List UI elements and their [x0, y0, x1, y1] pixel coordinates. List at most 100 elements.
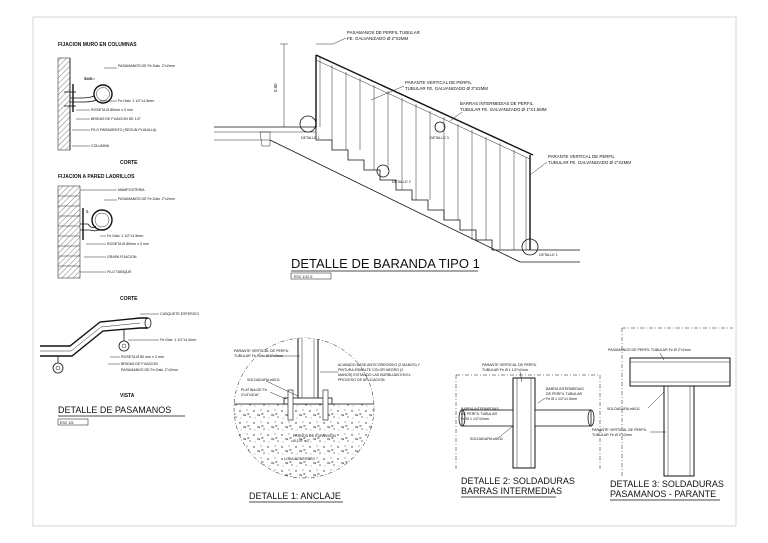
- elevation-label-4b: TUBULAR FE. GALVANIZADO Ø 2"X2MM: [548, 160, 631, 165]
- callout-label-4: DETALLE 1: [539, 253, 558, 257]
- sheet-border: [32, 16, 737, 527]
- detail2-title-line1: DETALLE 2: SOLDADURAS: [461, 476, 575, 486]
- callout-label-2: DETALLE 2: [392, 180, 411, 184]
- detail3-label-3a: PARANTE VERTICAL DE PERFIL: [592, 428, 647, 432]
- brick-label-2: PASAMANOS DE Fe.Galv. 2"x2mm: [118, 197, 175, 201]
- brick-label-1: MAMPOSTERIA: [118, 188, 145, 192]
- elevation-label-4a: PARANTE VERTICAL DE PERFIL: [548, 154, 615, 159]
- detail2-label-2c: Fe Ø 1 1/2"x2mm: [461, 417, 489, 421]
- detail1-anchor: PARANTE VERTICAL DE PERFIL TUBULAR Fe.Ga…: [233, 337, 421, 503]
- brick-label-4: ROSETA Ø 80mm x 3 mm: [107, 242, 149, 246]
- detail3-label-2: SOLDADURA e6011: [607, 407, 640, 411]
- elevation-label-2b: TUBULAR FE. GALVANIZADO Ø 2"X2MM: [405, 86, 488, 91]
- end-cap: [144, 317, 152, 329]
- column-section-heading: FIJACION MURO EN COLUMNAS: [58, 42, 137, 48]
- detail2-label-1b: TUBULAR Fe Ø 1 1/2"x2mm: [482, 368, 528, 372]
- handrail-label-1: CASQUETE ESFERICO: [160, 312, 199, 316]
- callout-label-1: DETALLE 1: [301, 136, 320, 140]
- brick-fixing-section: FIJACION A PARED LADRILLOS 5 MAMPOSTERIA…: [57, 174, 175, 302]
- detail2-bar-left: [461, 409, 514, 427]
- brick-label-6: FILO TABIQUE: [107, 270, 132, 274]
- column-label-5: FILO PARAMENTO (SEGUN PLANILLA): [91, 128, 156, 132]
- column-dimension: 5cm: [84, 76, 93, 81]
- detail3-label-1: PASAMANOS DE PERFIL TUBULAR Fe Ø 2"x2mm: [608, 348, 691, 352]
- intermediate-bars: [331, 65, 515, 250]
- column-wall: [57, 57, 71, 151]
- detail2-label-3a: BARRA INTERMEDIAS: [546, 387, 584, 391]
- callout-detail2: [376, 164, 390, 178]
- detail1-label-3b: 3"x3"x3/16": [241, 393, 260, 397]
- detail3-label-3b: TUBULAR Fe Ø 2"x2mm: [592, 433, 632, 437]
- callout-detail1-start: [299, 115, 317, 133]
- detail1-label-5b: Ø 1/4" x 2": [293, 439, 311, 443]
- detail2-welds-bars: PARANTE VERTICAL DE PERFIL TUBULAR Fe Ø …: [455, 363, 601, 498]
- rosette-left: [52, 362, 64, 374]
- rosette-right: [118, 340, 130, 352]
- detail1-label-4a: ACABADO BASE ANTICORROSIVO (2 MANOS) Y: [338, 363, 421, 367]
- detail3-handrail: [629, 357, 731, 387]
- base-plate: [283, 397, 333, 405]
- detail1-label-4c: MANOS) EVITANDO LAS BURBUJAS EN EL: [338, 373, 411, 377]
- elevation-label-1b: FE. GALVANIZADO Ø 2"X2MM: [347, 36, 409, 41]
- brick-section-heading: FIJACION A PARED LADRILLOS: [58, 174, 135, 180]
- handrail-detail-title: DETALLE DE PASAMANOS: [58, 405, 171, 415]
- detail2-label-3b: DE PERFIL TUBULAR: [546, 392, 583, 396]
- detail2-label-4: SOLDADURA e6011: [470, 437, 503, 441]
- stair-scale: ESC 1/12.5: [294, 275, 312, 279]
- brick-wall: [57, 185, 81, 279]
- column-label-3: ROSETA Ø 80mm x 3 mm: [91, 108, 133, 112]
- detail3-welds-handrail: PASAMANOS DE PERFIL TUBULAR Fe Ø 2"x2mm …: [592, 327, 733, 501]
- elevation-label-1a: PASAMANOS DE PERFIL TUBULAR: [347, 30, 420, 35]
- detail3-post: [663, 385, 695, 477]
- detail1-label-4d: PROCESO DE APLICACION.: [338, 378, 386, 382]
- stair-elevation: 0.90 PASAMANOS DE PERFIL TUBULAR FE. GAL…: [214, 30, 631, 280]
- detail3-title-line1: DETALLE 3: SOLDADURAS: [610, 479, 724, 489]
- callout-detail1-end: [521, 238, 539, 256]
- callout-detail3: [434, 121, 446, 133]
- anchor-bolt-right: [322, 389, 329, 421]
- handrail-label-2: Fe.Galv. 1 1/2"x1.5mm: [160, 338, 196, 342]
- elevation-label-2a: PARANTE VERTICAL DE PERFIL: [405, 80, 472, 85]
- column-label-4: BRIDAS DE FIJACION DE 1/2": [91, 117, 142, 121]
- handrail-label-3: ROSETA Ø 80 mm x 3 mm: [121, 355, 164, 359]
- brick-label-5: GRAPA FIJACION: [107, 255, 137, 259]
- detail2-label-2a: BARRA INTERMEDIAS: [461, 407, 499, 411]
- elevation-label-3a: BARRAS INTERMEDIAS DE PERFIL: [460, 101, 534, 106]
- detail1-title: DETALLE 1: ANCLAJE: [249, 491, 341, 501]
- stair-title: DETALLE DE BARANDA TIPO 1: [291, 256, 480, 271]
- handrail-top: [315, 54, 534, 156]
- detail1-label-1b: TUBULAR Fe.Galv. Ø 2"x2mm: [234, 354, 283, 358]
- handrail-view: CASQUETE ESFERICO Fe.Galv. 1 1/2"x1.5mm …: [40, 312, 199, 426]
- handrail-top-line: [40, 317, 148, 347]
- brick-label-3: Fe.Galv. 1 1/2"x1.5mm: [107, 234, 143, 238]
- detail1-label-6: LOSA CONCRETO: [284, 457, 315, 461]
- detail2-bar-right: [534, 409, 592, 427]
- detail1-label-4b: PINTURA ESMALTE COLOR NEGRO (2: [338, 368, 403, 372]
- detail1-label-1a: PARANTE VERTICAL DE PERFIL: [234, 349, 289, 353]
- elevation-label-3b: TUBULAR FE. GALVANIZADO Ø 1"X1.5MM: [460, 107, 547, 112]
- detail1-label-5a: PERNOS DE EXPANSION: [293, 434, 336, 438]
- detail1-label-3a: PLATINA DE Fe.: [241, 388, 268, 392]
- brick-handrail-section: [91, 209, 113, 231]
- callout-label-3: DETALLE 3: [430, 136, 449, 140]
- column-label-1: PASAMANOS DE Fe.Galv. 2"x2mm: [118, 64, 175, 68]
- brick-dimension: 5: [86, 209, 89, 214]
- handrail-vista-label: VISTA: [120, 393, 135, 399]
- stair-slab-soffit: [269, 139, 521, 263]
- detail1-label-2: SOLDADURA e6011: [247, 378, 280, 382]
- column-label-2: Fe.Galv. 1 1/2"x1.5mm: [118, 99, 154, 103]
- column-label-6: COLUMNA: [91, 144, 110, 148]
- handrail-tube-section: [93, 84, 113, 104]
- anchor-bolt-left: [287, 389, 294, 421]
- detail3-title-line2: PASAMANOS - PARANTE: [610, 489, 716, 499]
- detail2-label-1a: PARANTE VERTICAL DE PERFIL: [482, 363, 537, 367]
- column-corte-label: CORTE: [120, 160, 138, 166]
- handrail-scale: ESC 1/5: [60, 421, 73, 425]
- detail2-label-2b: DE PERFIL TUBULAR: [461, 412, 498, 416]
- detail2-title-line2: BARRAS INTERMEDIAS: [461, 486, 562, 496]
- handrail-label-4: BRIDAS DE FIJACION: [121, 362, 158, 366]
- brick-corte-label: CORTE: [120, 296, 138, 302]
- stair-steps: [315, 127, 580, 251]
- detail2-label-3c: Fe Ø 1 1/2"x1.5mm: [546, 397, 577, 401]
